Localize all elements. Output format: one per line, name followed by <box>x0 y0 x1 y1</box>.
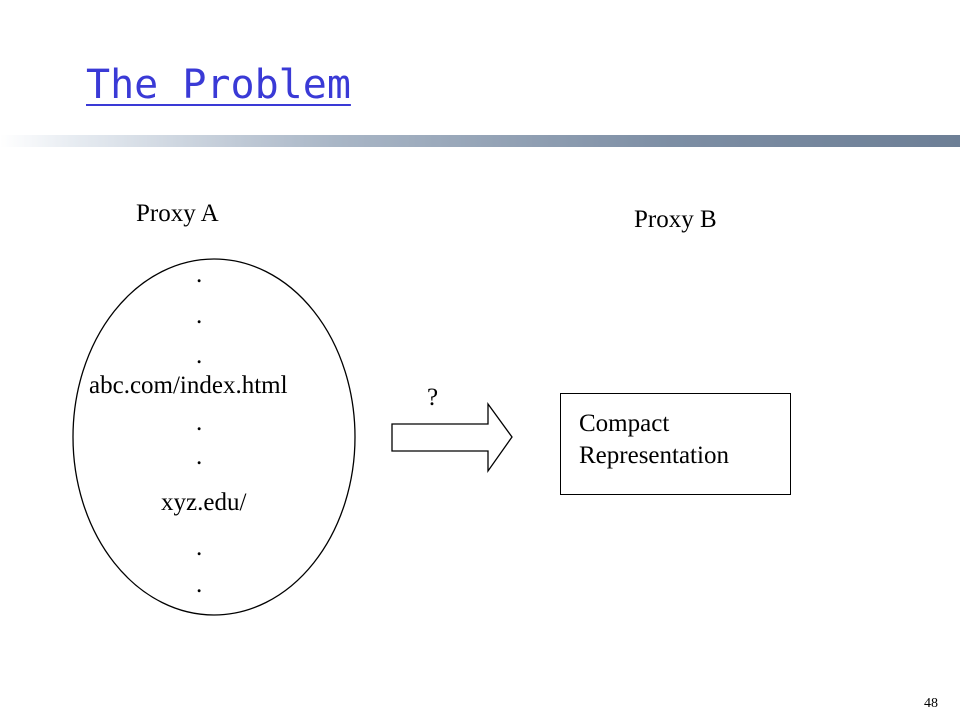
ellipsis-dot: . <box>196 302 203 329</box>
title-divider-bar <box>0 135 960 147</box>
cached-url-xyz: xyz.edu/ <box>161 489 247 516</box>
ellipsis-dot: . <box>196 409 203 436</box>
question-mark: ? <box>427 384 439 411</box>
ellipsis-dot: . <box>196 261 203 288</box>
ellipsis-dot: . <box>196 534 203 561</box>
ellipsis-dot: . <box>196 571 203 598</box>
ellipsis-dot: . <box>196 342 203 369</box>
box-line-compact: Compact <box>579 410 670 437</box>
proxy-b-label: Proxy B <box>634 206 717 233</box>
proxy-a-label: Proxy A <box>136 200 219 227</box>
cached-url-abc: abc.com/index.html <box>89 372 288 399</box>
page-number: 48 <box>924 696 938 711</box>
proxy-a-cache-ellipse <box>72 258 356 616</box>
compact-representation-box: Compact Representation <box>560 393 791 495</box>
slide-title: The Problem <box>86 62 351 108</box>
transfer-arrow <box>391 402 513 474</box>
ellipsis-dot: . <box>196 443 203 470</box>
box-line-representation: Representation <box>579 442 729 469</box>
